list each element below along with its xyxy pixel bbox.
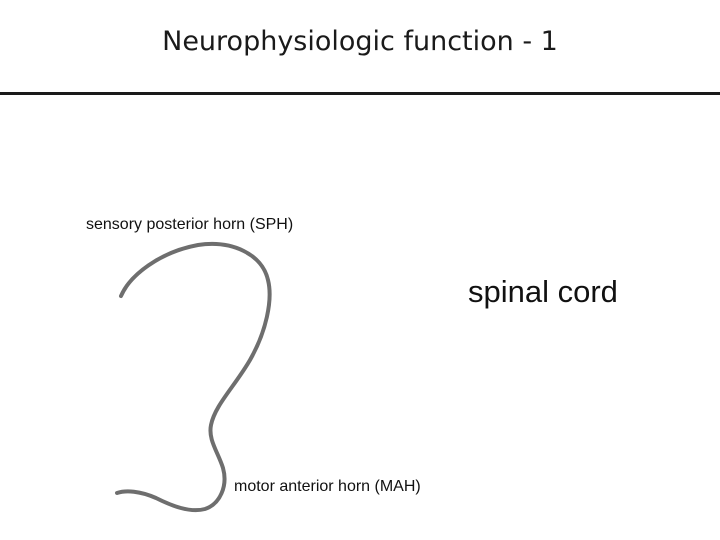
- sensory-posterior-horn-label: sensory posterior horn (SPH): [86, 216, 294, 233]
- spinal-cord-label: spinal cord: [468, 274, 618, 309]
- motor-anterior-horn-label: motor anterior horn (MAH): [234, 478, 421, 495]
- slide-title: Neurophysiologic function - 1: [162, 26, 558, 57]
- gray-matter-horn-outline: [115, 242, 272, 513]
- title-divider: [0, 92, 720, 95]
